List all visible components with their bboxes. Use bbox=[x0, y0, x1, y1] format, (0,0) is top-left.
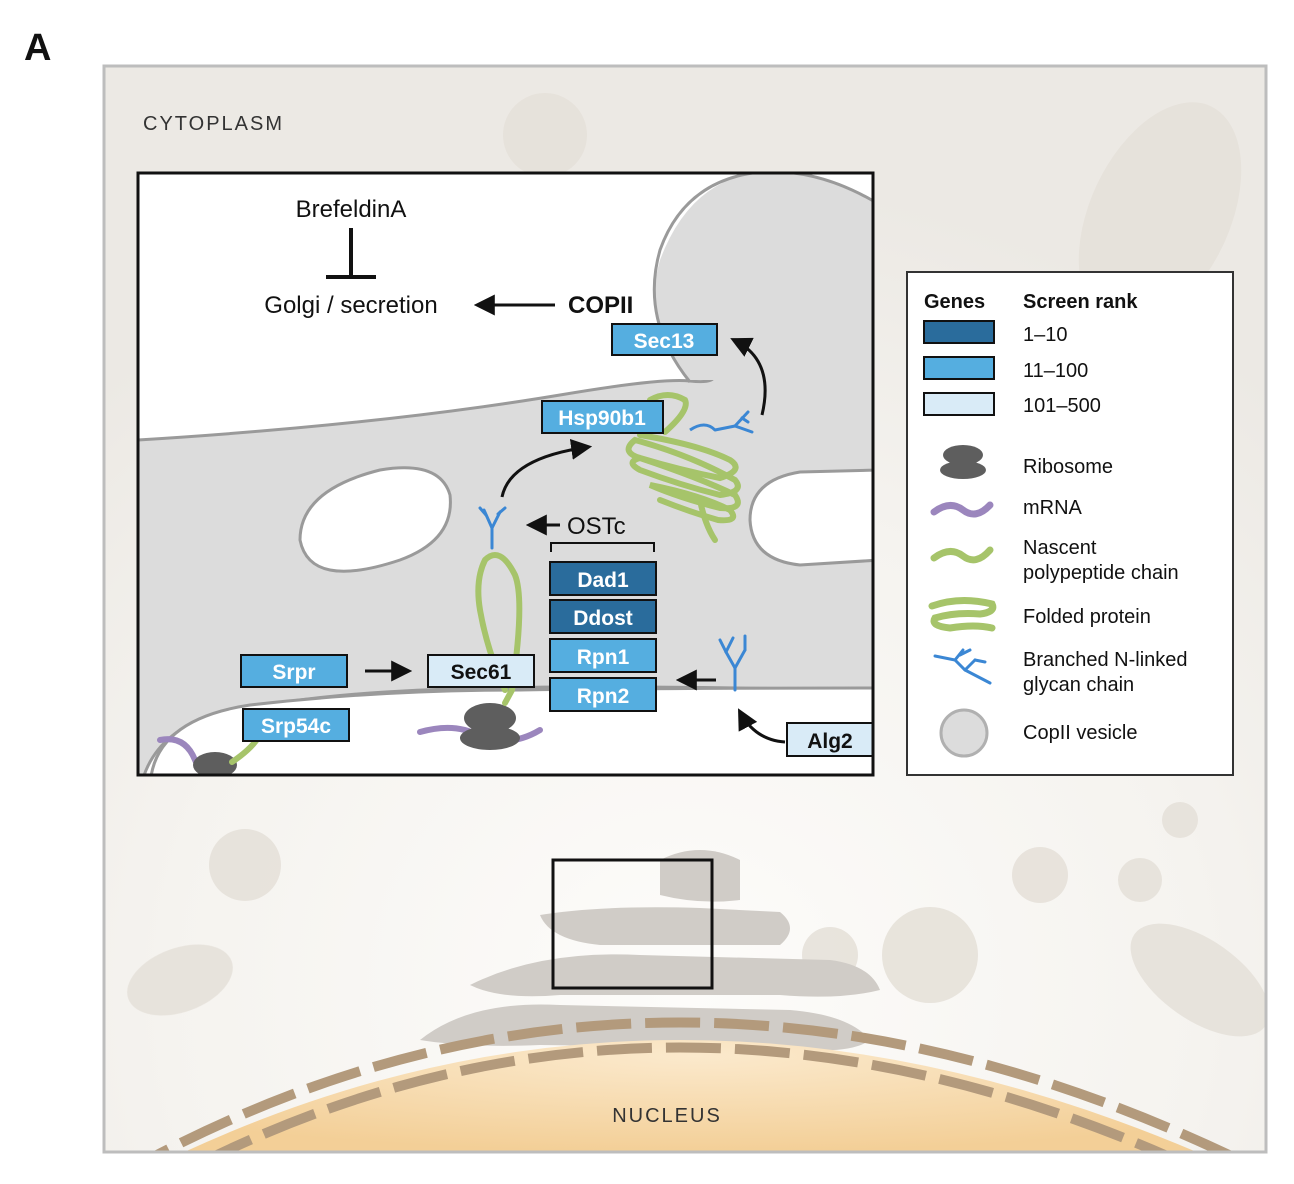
copii-vesicle-icon bbox=[939, 708, 989, 758]
cell-border bbox=[102, 64, 1268, 1154]
gene-box-ddost: Ddost bbox=[549, 599, 657, 634]
legend-mrna-label: mRNA bbox=[1023, 497, 1083, 519]
ostc-label: OSTc bbox=[567, 513, 626, 540]
nucleus-label: NUCLEUS bbox=[612, 1105, 722, 1127]
copii-label: COPII bbox=[568, 292, 633, 319]
legend-nascent-label-line-2: polypeptide chain bbox=[1023, 562, 1179, 584]
cytoplasm-label: CYTOPLASM bbox=[143, 113, 284, 135]
glycan-lipid-linked bbox=[718, 634, 747, 692]
legend-rank-1-label: 1–10 bbox=[1023, 324, 1068, 346]
legend-swatch-rank-1 bbox=[923, 320, 995, 344]
gene-label-sec61: Sec61 bbox=[451, 661, 512, 684]
folded-protein-icon bbox=[928, 597, 997, 632]
gene-box-alg2: Alg2 bbox=[786, 722, 874, 757]
nascent-chain bbox=[475, 552, 523, 706]
gene-box-srpr: Srpr bbox=[240, 654, 348, 688]
legend-box bbox=[906, 271, 1234, 776]
legend-glycan-label-line-2: glycan chain bbox=[1023, 674, 1134, 696]
gene-box-srp54c: Srp54c bbox=[242, 708, 350, 742]
gene-box-sec13: Sec13 bbox=[611, 323, 718, 356]
legend-swatch-rank-3 bbox=[923, 392, 995, 416]
inhibition-symbol bbox=[326, 228, 376, 279]
gene-box-sec61: Sec61 bbox=[427, 654, 535, 688]
mrna-icon bbox=[930, 501, 994, 518]
gene-label-alg2: Alg2 bbox=[807, 730, 853, 753]
legend: Genes Screen rank 1–10 11–100 101–500 Ri… bbox=[906, 271, 1234, 776]
gene-label-hsp90b1: Hsp90b1 bbox=[558, 407, 646, 430]
gene-box-dad1: Dad1 bbox=[549, 561, 657, 596]
gene-label-ddost: Ddost bbox=[573, 607, 633, 630]
gene-label-srp54c: Srp54c bbox=[261, 715, 331, 738]
zoom-region-box bbox=[551, 858, 714, 990]
nucleus-body bbox=[184, 1040, 1197, 1152]
gene-label-srpr: Srpr bbox=[272, 661, 315, 684]
ribosome-small-subunit bbox=[460, 726, 520, 750]
gene-box-hsp90b1: Hsp90b1 bbox=[541, 400, 664, 434]
cytosol-pocket-right bbox=[748, 468, 873, 567]
ostc-bracket bbox=[550, 542, 655, 552]
nuclear-envelope-inner bbox=[212, 1042, 1171, 1152]
legend-folded-label: Folded protein bbox=[1023, 606, 1151, 628]
legend-glycan-label-line-1: Branched N-linked bbox=[1023, 649, 1188, 671]
glycan-on-nascent-chain bbox=[478, 506, 507, 550]
gene-box-rpn1: Rpn1 bbox=[549, 638, 657, 673]
nascent-chain-icon bbox=[930, 546, 994, 564]
gene-label-dad1: Dad1 bbox=[577, 569, 629, 592]
folded-protein bbox=[625, 392, 754, 543]
ribosome-large-subunit bbox=[464, 703, 516, 733]
inhibitor-label: BrefeldinA bbox=[296, 196, 407, 223]
inset-border bbox=[136, 171, 875, 777]
legend-vesicle-label: CopII vesicle bbox=[1023, 722, 1138, 744]
cytosol-pocket-left bbox=[298, 466, 452, 573]
panel-label: A bbox=[24, 27, 51, 69]
legend-genes-header: Genes bbox=[924, 291, 985, 313]
nuclear-envelope-outer bbox=[152, 1017, 1235, 1152]
gene-label-sec13: Sec13 bbox=[634, 330, 695, 353]
legend-rank-3-label: 101–500 bbox=[1023, 395, 1101, 417]
destination-label: Golgi / secretion bbox=[264, 292, 437, 319]
ribosome-icon bbox=[940, 445, 986, 479]
glycan-icon bbox=[933, 648, 992, 685]
gene-label-rpn2: Rpn2 bbox=[577, 685, 630, 708]
inset-panel: BrefeldinA Golgi / secretion COPII OSTc … bbox=[138, 173, 874, 775]
pathway-arrows bbox=[365, 294, 786, 744]
background-er bbox=[420, 850, 880, 1051]
gene-label-rpn1: Rpn1 bbox=[577, 646, 630, 669]
legend-rank-2-label: 11–100 bbox=[1023, 360, 1088, 382]
legend-rank-header: Screen rank bbox=[1023, 291, 1138, 313]
legend-nascent-label-line-1: Nascent bbox=[1023, 537, 1097, 559]
gene-box-rpn2: Rpn2 bbox=[549, 677, 657, 712]
legend-swatch-rank-2 bbox=[923, 356, 995, 380]
legend-ribosome-label: Ribosome bbox=[1023, 456, 1113, 478]
